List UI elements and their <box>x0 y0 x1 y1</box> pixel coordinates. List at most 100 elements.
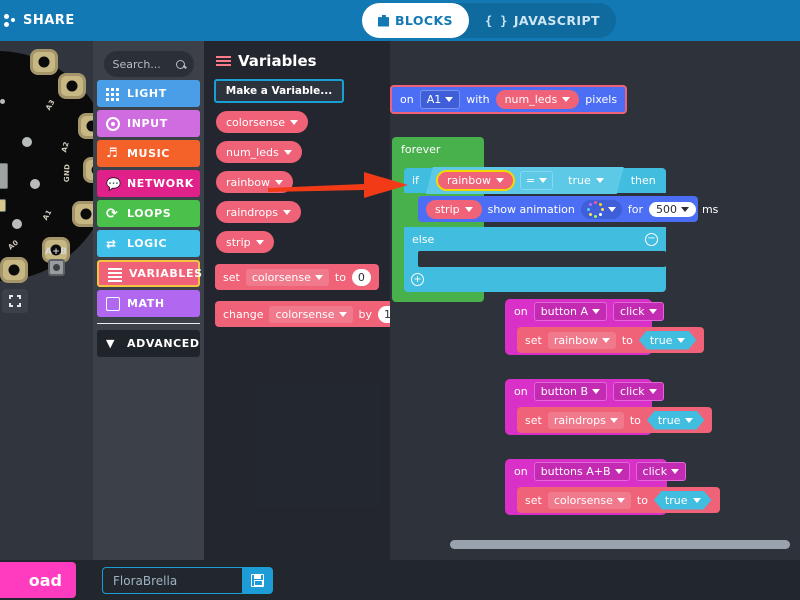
boolean-value: true <box>649 333 673 347</box>
variable-label: rainbow <box>226 175 270 189</box>
set-variable-block[interactable]: set colorsense to 0 <box>215 264 379 290</box>
set-value-input[interactable]: 0 <box>351 268 371 286</box>
pad-a1[interactable] <box>72 201 93 227</box>
trigger-value: click <box>620 305 645 318</box>
share-button[interactable]: SHARE <box>0 9 85 32</box>
block-else[interactable]: else − <box>404 227 666 251</box>
pad-a2[interactable] <box>78 113 93 139</box>
variable-block-strip[interactable]: strip <box>216 231 274 253</box>
category-network[interactable]: 💬 NETWORK <box>97 170 200 197</box>
change-variable-block[interactable]: change colorsense by 1 <box>215 301 406 327</box>
blocks-workspace[interactable]: on A1 with num_leds pixels forever if ra… <box>390 41 800 560</box>
num-leds-label: num_leds <box>504 93 558 106</box>
boolean-true-block[interactable]: true <box>654 491 712 510</box>
button-source-dropdown[interactable]: button B <box>533 382 608 401</box>
duration-dropdown[interactable]: 500 <box>648 201 696 217</box>
category-logic[interactable]: ⇄ LOGIC <box>97 230 200 257</box>
chevron-down-icon <box>671 469 680 474</box>
rainbow-label: rainbow <box>446 174 491 187</box>
else-empty-slot[interactable] <box>418 251 666 267</box>
num-leds-variable[interactable]: num_leds <box>495 90 580 109</box>
trigger-dropdown[interactable]: click <box>613 382 664 401</box>
variable-label: num_leds <box>226 145 279 159</box>
save-button[interactable] <box>242 568 272 593</box>
project-name-field[interactable]: FloraBrella <box>102 567 273 594</box>
plus-circle-icon[interactable]: + <box>411 273 424 286</box>
button-source-dropdown[interactable]: buttons A+B <box>533 462 630 481</box>
minus-circle-icon[interactable]: − <box>645 232 658 246</box>
pin-value: A1 <box>426 93 442 106</box>
event-header: on button B click <box>505 379 673 404</box>
category-music[interactable]: ♬ MUSIC <box>97 140 200 167</box>
category-network-label: NETWORK <box>127 177 194 190</box>
button-source-dropdown[interactable]: button A <box>533 302 608 321</box>
set-keyword: set <box>525 413 542 427</box>
tab-blocks[interactable]: BLOCKS <box>362 3 469 38</box>
set-variable-dropdown[interactable]: rainbow <box>547 331 616 349</box>
pad-a3[interactable] <box>58 73 86 99</box>
category-loops-label: LOOPS <box>127 207 172 220</box>
animation-dropdown[interactable] <box>580 199 622 219</box>
category-variables[interactable]: VARIABLES <box>97 260 202 287</box>
pad-a4[interactable] <box>30 49 58 75</box>
pin-dropdown[interactable]: A1 <box>419 90 461 109</box>
floppy-disk-icon <box>250 574 264 587</box>
set-variable-dropdown[interactable]: colorsense <box>245 268 329 286</box>
block-set-raindrops-true[interactable]: set raindrops to true <box>517 407 713 433</box>
block-on-pixels[interactable]: on A1 with num_leds pixels <box>390 85 628 114</box>
variable-block-num-leds[interactable]: num_leds <box>216 141 302 163</box>
block-set-rainbow-true[interactable]: set rainbow to true <box>517 327 705 353</box>
variable-label: raindrops <box>226 205 278 219</box>
pixels-keyword: pixels <box>585 93 618 106</box>
comparison-block[interactable]: rainbow = true <box>426 167 624 194</box>
block-strip-show-animation[interactable]: strip show animation for 500 ms <box>418 196 718 222</box>
set-variable-dropdown[interactable]: colorsense <box>547 491 631 509</box>
category-input[interactable]: INPUT <box>97 110 200 137</box>
simulator-panel: A3 A2 GND A1 A0 OUT A+B <box>0 41 93 560</box>
pad-gnd[interactable] <box>83 157 93 183</box>
trigger-dropdown[interactable]: click <box>613 302 664 321</box>
curly-braces-icon: { } <box>484 13 508 28</box>
variable-block-rainbow[interactable]: rainbow <box>216 171 293 193</box>
operator-dropdown[interactable]: = <box>520 171 553 190</box>
variable-block-raindrops[interactable]: raindrops <box>216 201 301 223</box>
boolean-true-block[interactable]: true <box>639 331 697 350</box>
tab-blocks-label: BLOCKS <box>395 13 453 28</box>
on-keyword: on <box>514 465 528 478</box>
variable-block-colorsense[interactable]: colorsense <box>216 111 309 133</box>
category-loops[interactable]: ⟳ LOOPS <box>97 200 200 227</box>
category-advanced[interactable]: ▼ ADVANCED <box>97 330 200 357</box>
strip-variable[interactable]: strip <box>426 199 482 219</box>
boolean-true-block[interactable]: true <box>647 411 705 430</box>
category-light[interactable]: LIGHT <box>97 80 200 107</box>
block-if-then[interactable]: if rainbow = true then <box>404 168 666 193</box>
simulator-ab-button[interactable] <box>47 259 65 276</box>
pad-a0[interactable] <box>42 237 70 263</box>
download-button[interactable]: oad <box>0 562 76 598</box>
block-if-footer[interactable]: + <box>404 267 666 292</box>
boolean-true-block[interactable]: true <box>558 171 614 190</box>
category-math[interactable]: MATH <box>97 290 200 317</box>
search-input[interactable]: Search... <box>103 51 194 77</box>
chevron-down-icon <box>464 206 473 212</box>
set-variable-dropdown[interactable]: raindrops <box>547 411 624 429</box>
chevron-down-icon <box>693 498 701 503</box>
category-advanced-label: ADVANCED <box>127 337 200 350</box>
project-name-input[interactable]: FloraBrella <box>113 573 178 588</box>
forever-label: forever <box>401 143 441 156</box>
trigger-dropdown[interactable]: click <box>635 462 687 481</box>
change-variable-dropdown[interactable]: colorsense <box>269 305 353 323</box>
chevron-down-icon <box>496 178 504 183</box>
rainbow-variable-selected[interactable]: rainbow <box>436 170 515 191</box>
block-set-colorsense-true[interactable]: set colorsense to true <box>517 487 720 513</box>
to-keyword: to <box>629 413 641 427</box>
top-bar: SHARE BLOCKS { } JAVASCRIPT <box>0 0 800 41</box>
pad-out[interactable] <box>0 257 28 283</box>
tab-javascript[interactable]: { } JAVASCRIPT <box>469 3 616 38</box>
on-keyword: on <box>400 93 414 106</box>
fullscreen-button[interactable] <box>2 289 28 313</box>
chevron-down-icon <box>283 149 292 155</box>
workspace-horizontal-scrollbar[interactable] <box>450 540 790 549</box>
make-a-variable-button[interactable]: Make a Variable... <box>214 79 344 103</box>
chevron-down-icon <box>562 97 571 102</box>
